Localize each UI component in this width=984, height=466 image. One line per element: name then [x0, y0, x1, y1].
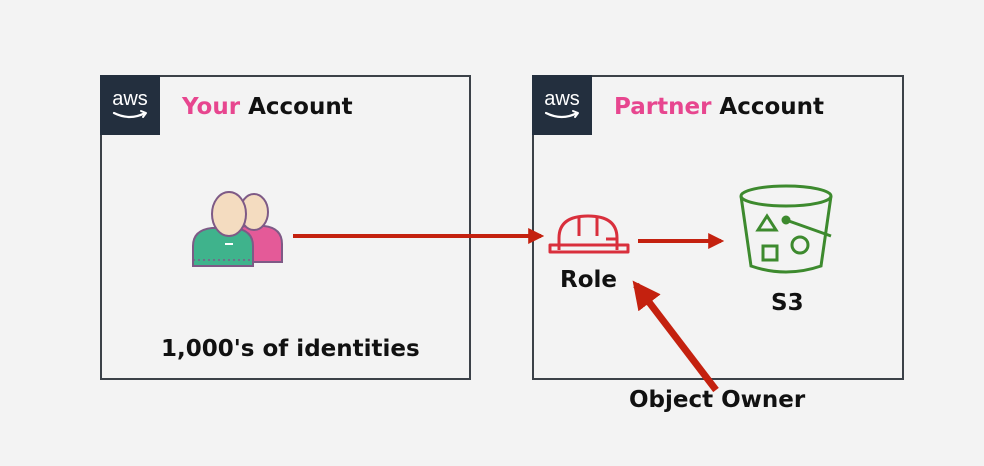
- partner-account-title: Partner Account: [614, 94, 824, 120]
- partner-account-title-rest: Account: [711, 94, 825, 120]
- object-owner-label: Object Owner: [629, 387, 806, 413]
- s3-bucket-icon: [739, 184, 833, 274]
- partner-account-box: aws Partner Account: [532, 75, 904, 380]
- s3-label: S3: [771, 290, 804, 316]
- aws-logo-icon: aws: [100, 75, 160, 135]
- users-icon: [192, 191, 283, 267]
- your-account-title: Your Account: [182, 94, 353, 120]
- svg-text:aws: aws: [544, 88, 580, 110]
- role-label: Role: [560, 267, 617, 293]
- arrow-object-owner-to-role: [632, 280, 719, 393]
- your-account-title-rest: Account: [240, 94, 353, 120]
- svg-text:aws: aws: [112, 88, 148, 110]
- role-helmet-icon: [548, 214, 630, 254]
- your-account-title-accent: Your: [182, 94, 241, 120]
- identities-caption: 1,000's of identities: [161, 336, 420, 362]
- your-account-box: aws Your Account: [100, 75, 471, 380]
- aws-logo-icon: aws: [532, 75, 592, 135]
- partner-account-title-accent: Partner: [614, 94, 712, 120]
